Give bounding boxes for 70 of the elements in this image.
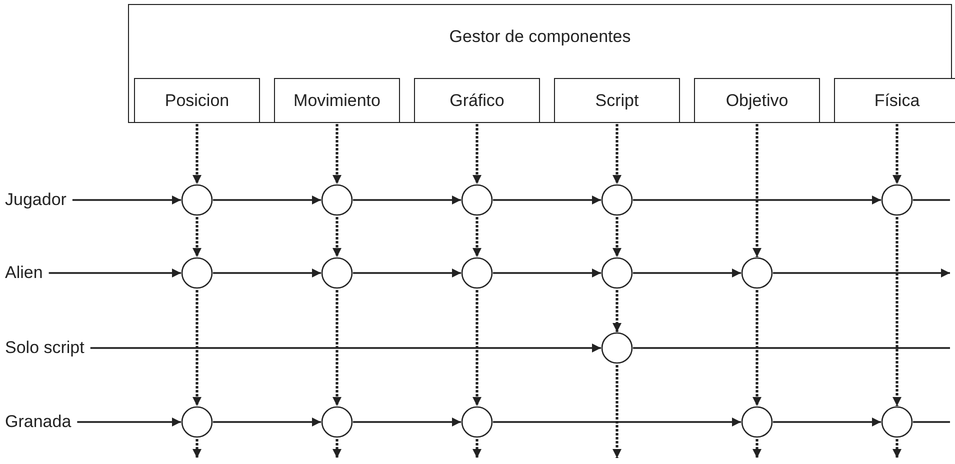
- arrow: [353, 196, 461, 204]
- circle-node: [601, 332, 633, 364]
- dotted-arrow: [612, 290, 622, 332]
- connector-line: [633, 347, 950, 349]
- circle-node: [461, 184, 493, 216]
- arrow: [493, 196, 601, 204]
- dotted-arrow: [612, 124, 622, 184]
- dotted-arrow: [472, 290, 482, 406]
- dotted-arrow: [332, 124, 342, 184]
- arrow: [90, 344, 601, 352]
- arrow: [773, 268, 950, 278]
- circle-node: [881, 406, 913, 438]
- circle-node: [461, 406, 493, 438]
- dotted-arrow: [892, 439, 902, 458]
- component-box: Movimiento: [274, 78, 400, 123]
- dotted-arrow: [612, 217, 622, 257]
- arrow: [353, 418, 461, 426]
- dotted-arrow: [192, 439, 202, 458]
- dotted-arrow: [752, 290, 762, 406]
- row-label: Jugador: [5, 190, 66, 210]
- dotted-arrow: [892, 124, 902, 184]
- arrow: [213, 196, 321, 204]
- dotted-arrow: [472, 439, 482, 458]
- dotted-arrow: [752, 124, 762, 257]
- dotted-arrow: [332, 290, 342, 406]
- circle-node: [741, 257, 773, 289]
- circle-node: [181, 406, 213, 438]
- group-title: Gestor de componentes: [448, 27, 632, 47]
- dotted-arrow: [192, 124, 202, 184]
- arrow: [633, 268, 741, 278]
- row-label: Solo script: [5, 338, 84, 358]
- connector-line: [913, 199, 950, 201]
- arrow: [493, 268, 601, 278]
- circle-node: [321, 406, 353, 438]
- component-box: Posicion: [134, 78, 260, 123]
- circle-node: [321, 184, 353, 216]
- arrow: [353, 268, 461, 278]
- arrow: [633, 196, 881, 204]
- component-box: Objetivo: [694, 78, 820, 123]
- arrow: [213, 418, 321, 426]
- dotted-arrow: [192, 290, 202, 406]
- row-label: Granada: [5, 412, 72, 432]
- circle-node: [181, 257, 213, 289]
- circle-node: [181, 184, 213, 216]
- component-box: Física: [834, 78, 955, 123]
- arrow: [773, 418, 881, 426]
- connector-line: [913, 421, 950, 423]
- dotted-arrow: [472, 217, 482, 257]
- dotted-arrow: [192, 217, 202, 257]
- dotted-arrow: [892, 217, 902, 406]
- component-box: Gráfico: [414, 78, 540, 123]
- circle-node: [881, 184, 913, 216]
- arrow: [48, 268, 181, 278]
- arrow: [72, 196, 181, 204]
- arrow: [493, 418, 741, 426]
- circle-node: [601, 184, 633, 216]
- circle-node: [461, 257, 493, 289]
- dotted-arrow: [612, 365, 622, 458]
- dotted-arrow: [472, 124, 482, 184]
- component-box: Script: [554, 78, 680, 123]
- circle-node: [601, 257, 633, 289]
- arrow: [213, 268, 321, 278]
- circle-node: [321, 257, 353, 289]
- row-label: Alien: [5, 263, 43, 283]
- dotted-arrow: [332, 439, 342, 458]
- dotted-arrow: [752, 439, 762, 458]
- group-box: [128, 4, 952, 123]
- dotted-arrow: [332, 217, 342, 257]
- arrow: [77, 418, 181, 426]
- circle-node: [741, 406, 773, 438]
